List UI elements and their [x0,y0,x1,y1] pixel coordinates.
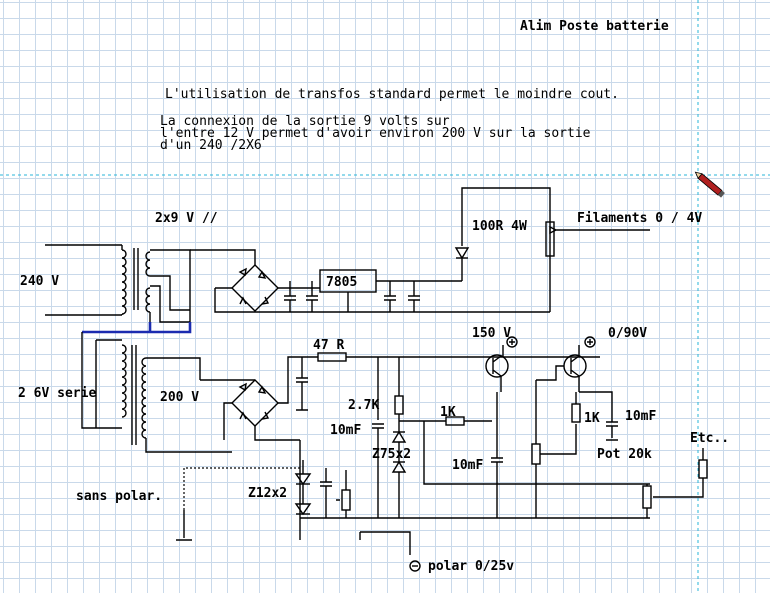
label-out-150: 150 V [472,326,511,341]
label-out-090: 0/90V [608,326,647,341]
ground-rail [299,440,650,555]
resistor-47r [317,352,600,362]
diagram-title: Alim Poste batterie [520,19,669,34]
label-t2-primary: 2 6V serie [18,386,96,401]
resistor-1k-a [445,416,465,426]
note-line-2: La connexion de la sortie 9 volts sur [160,114,450,129]
cap-10mf-b [491,440,503,518]
blue-link-wire [82,322,192,334]
transformer-2 [81,332,232,453]
transistor-090v [536,336,613,412]
resistor-2-7k [394,395,404,415]
polar-pot-wires [336,470,347,518]
sans-polar-terminal [176,510,192,541]
sans-polar-link [183,467,300,510]
polar-pot [341,489,351,511]
label-filaments: Filaments 0 / 4V [577,211,702,226]
resistor-etc [698,459,708,479]
polar-output-terminal [409,560,421,572]
bridge-rectifier-2 [200,356,318,441]
polar-capacitor [320,468,332,518]
regulator-capacitors [284,281,420,312]
transistor-150v [485,336,518,440]
note-line-3: l'entre 12 V permet d'avoir environ 200 … [160,126,591,141]
pot-middle [531,443,541,465]
transformer-1 [45,244,191,323]
note-line-4: d'un 240 /2X6 [160,138,262,153]
pot-middle-wires [535,380,577,518]
resistor-1k-b [571,403,581,423]
label-polar: polar 0/25v [428,559,514,574]
pencil-icon[interactable] [693,170,725,198]
hv-filter-capacitor [296,357,308,411]
bridge-rectifier-1 [190,249,550,313]
note-line-1: L'utilisation de transfos standard perme… [165,87,619,102]
label-r-47: 47 R [313,338,344,353]
label-sans-polar: sans polar. [76,489,162,504]
label-r-1k-a: 1K [440,405,456,420]
zener-75-pair [391,430,407,518]
regulator-7805: 7805 [319,269,462,312]
label-hv-secondary: 200 V [160,390,199,405]
label-mains: 240 V [20,274,59,289]
cap-10mf-a [372,357,384,518]
control-line [423,421,650,485]
cap-10mf-c [606,412,618,441]
filament-circuit [454,187,650,312]
label-pot-20k: Pot 20k [597,447,652,462]
label-t1-secondary: 2x9 V // [155,211,218,226]
label-etc: Etc.. [690,431,729,446]
label-c-10mf-b: 10mF [452,458,483,473]
pot-right-wires [646,478,704,518]
label-zener-75: Z75x2 [372,447,411,462]
label-regulator: 7805 [326,275,357,290]
zener-12-pair [294,460,312,516]
label-c-10mf-c: 10mF [625,409,656,424]
label-r-1k-b: 1K [584,411,600,426]
label-zener-12: Z12x2 [248,486,287,501]
pot-right [642,485,652,509]
label-c-10mf-a: 10mF [330,423,361,438]
label-r-filament: 100R 4W [472,219,527,234]
label-r-27k: 2.7K [348,398,379,413]
